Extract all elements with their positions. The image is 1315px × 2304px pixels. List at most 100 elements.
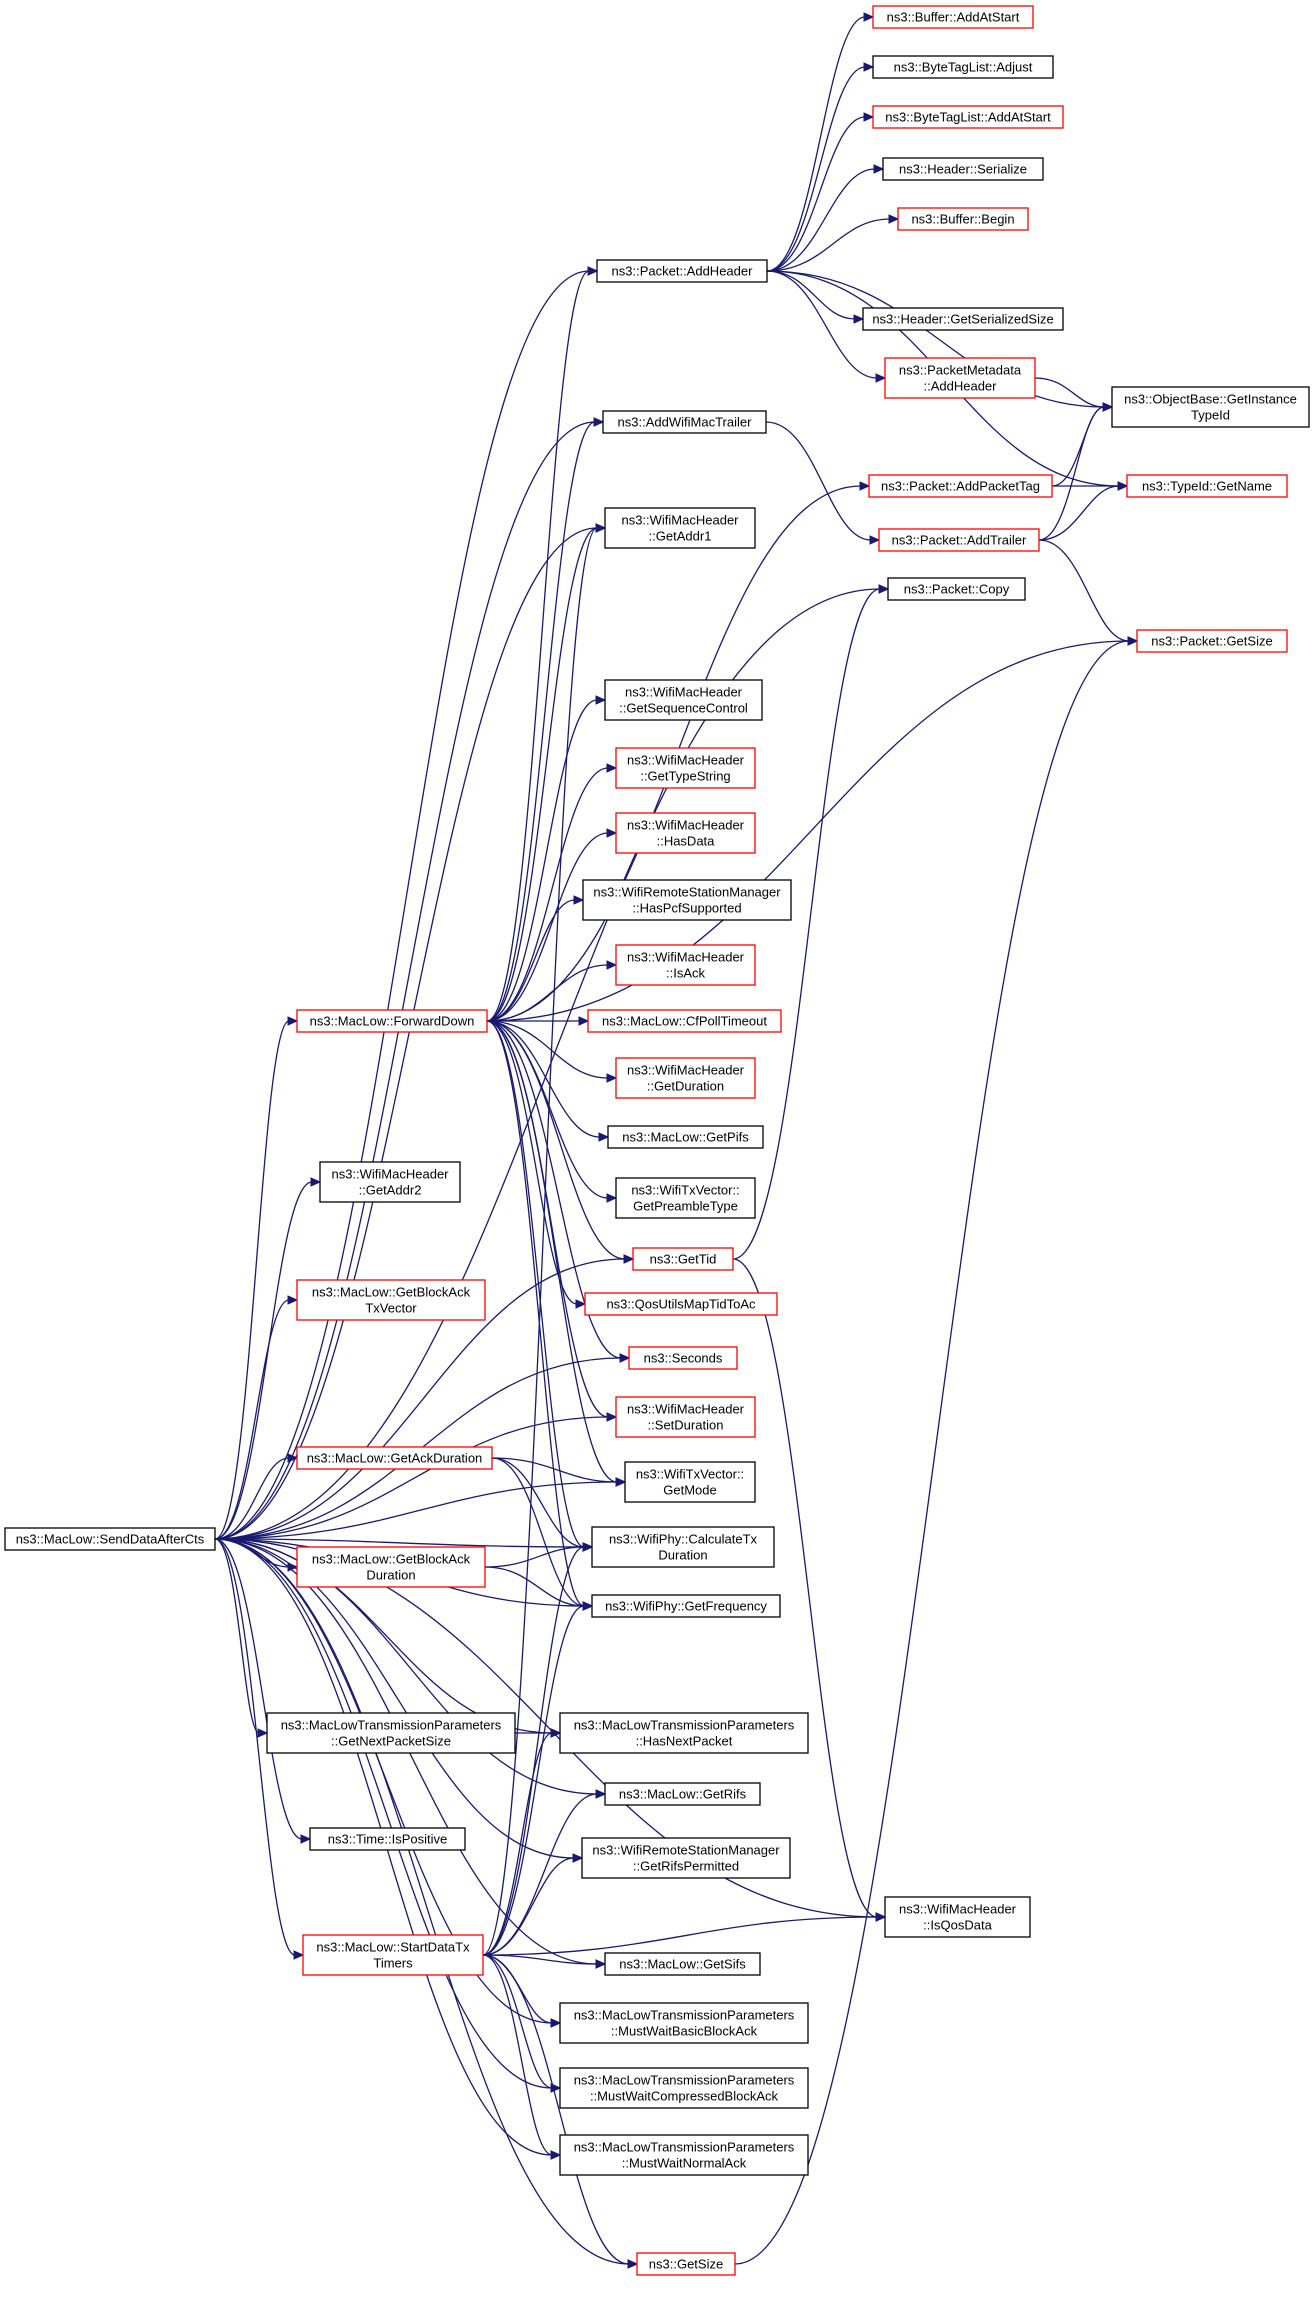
node-wmh_hasdata[interactable]: ns3::WifiMacHeader::HasData	[615, 812, 756, 854]
node-ml_getsifs[interactable]: ns3::MacLow::GetSifs	[604, 1952, 761, 1976]
node-label: ::GetNextPacketSize	[331, 1734, 451, 1749]
node-mltp_basic[interactable]: ns3::MacLowTransmissionParameters::MustW…	[559, 2002, 809, 2044]
node-wmh_getaddr1[interactable]: ns3::WifiMacHeader::GetAddr1	[604, 507, 756, 549]
node-label: ns3::WifiMacHeader	[331, 1167, 449, 1182]
call-edge-startdatatx-to-wmh_isqos	[482, 1916, 878, 1956]
call-edge-root-to-wmh_getaddr2	[214, 1181, 313, 1540]
node-label: ns3::MacLow::GetBlockAck	[312, 1285, 471, 1300]
call-edge-fwddown-to-wmh_isack	[486, 964, 609, 1022]
node-getfreq[interactable]: ns3::WifiPhy::GetFrequency	[591, 1594, 781, 1618]
node-box	[602, 410, 767, 434]
node-box	[604, 679, 763, 721]
call-edge-root-to-getackdur	[214, 1457, 290, 1540]
node-mltp_hasnext[interactable]: ns3::MacLowTransmissionParameters::HasNe…	[559, 1712, 809, 1754]
node-box	[4, 1527, 216, 1551]
node-seconds[interactable]: ns3::Seconds	[628, 1346, 738, 1370]
node-wtv_getmode[interactable]: ns3::WifiTxVector::GetMode	[624, 1461, 756, 1503]
node-box	[615, 944, 756, 986]
node-box	[596, 259, 768, 283]
node-box	[615, 1057, 756, 1099]
node-btl_addatstart[interactable]: ns3::ByteTagList::AddAtStart	[872, 105, 1064, 129]
call-edge-getackdur-to-calctx	[491, 1457, 585, 1548]
call-edge-fwddown-to-calctx	[486, 1020, 585, 1548]
call-edge-startdatatx-to-ml_getrifs	[482, 1793, 598, 1956]
node-addheader[interactable]: ns3::Packet::AddHeader	[596, 259, 768, 283]
node-wmh_gettypestr[interactable]: ns3::WifiMacHeader::GetTypeString	[615, 747, 756, 789]
node-box	[604, 1782, 761, 1806]
arrowhead	[619, 1353, 631, 1363]
call-edge-addheader-to-btl_addatstart	[766, 116, 866, 272]
call-edge-pm_addheader-to-ob_getinst	[1034, 377, 1105, 408]
node-hdr_getsersize[interactable]: ns3::Header::GetSerializedSize	[862, 307, 1064, 331]
node-btl_adjust[interactable]: ns3::ByteTagList::Adjust	[872, 55, 1054, 79]
node-label: ::AddHeader	[924, 379, 998, 394]
node-cfpoll[interactable]: ns3::MacLow::CfPollTimeout	[587, 1009, 782, 1033]
node-wmh_isqos[interactable]: ns3::WifiMacHeader::IsQosData	[884, 1896, 1031, 1938]
node-label: ns3::WifiMacHeader	[625, 685, 743, 700]
node-wmh_getaddr2[interactable]: ns3::WifiMacHeader::GetAddr2	[319, 1161, 461, 1203]
call-edge-fwddown-to-seconds	[486, 1020, 622, 1359]
node-label: ::GetSequenceControl	[619, 701, 748, 716]
node-label: ns3::WifiMacHeader	[899, 1902, 1017, 1917]
node-p_copy[interactable]: ns3::Packet::Copy	[887, 577, 1026, 601]
node-p_addpackettag[interactable]: ns3::Packet::AddPacketTag	[868, 474, 1053, 498]
arrowhead	[550, 2150, 562, 2160]
call-edge-fwddown-to-getfreq	[486, 1020, 585, 1607]
arrowhead	[606, 828, 618, 838]
node-label: ::HasNextPacket	[636, 1734, 733, 1749]
node-mltp_getnext[interactable]: ns3::MacLowTransmissionParameters::GetNe…	[266, 1712, 516, 1754]
node-ml_getrifs[interactable]: ns3::MacLow::GetRifs	[604, 1782, 761, 1806]
node-p_getsize[interactable]: ns3::Packet::GetSize	[1136, 629, 1288, 653]
node-qosmap[interactable]: ns3::QosUtilsMapTidToAc	[584, 1292, 778, 1316]
node-ml_getpifs[interactable]: ns3::MacLow::GetPifs	[607, 1125, 764, 1149]
node-p_addtrailer[interactable]: ns3::Packet::AddTrailer	[878, 528, 1040, 552]
node-label: ::GetDuration	[647, 1079, 724, 1094]
arrowhead	[293, 1950, 305, 1960]
node-getsize[interactable]: ns3::GetSize	[636, 2252, 736, 2276]
arrowhead	[875, 1912, 887, 1922]
call-edge-startdatatx-to-wmh_getaddr1	[482, 527, 598, 1956]
call-edge-root-to-fwddown	[214, 1020, 290, 1540]
node-buf_addatstart[interactable]: ns3::Buffer::AddAtStart	[872, 5, 1034, 29]
node-gettid[interactable]: ns3::GetTid	[632, 1247, 734, 1271]
node-typeid_getname[interactable]: ns3::TypeId::GetName	[1126, 474, 1288, 498]
node-mltp_compressed[interactable]: ns3::MacLowTransmissionParameters::MustW…	[559, 2067, 809, 2109]
node-getackdur[interactable]: ns3::MacLow::GetAckDuration	[296, 1446, 493, 1470]
node-label: ns3::Buffer::Begin	[911, 212, 1014, 227]
node-box	[559, 1712, 809, 1754]
node-label: ns3::MacLow::GetBlockAck	[312, 1552, 471, 1567]
node-label: ns3::Buffer::AddAtStart	[887, 10, 1020, 25]
node-box	[584, 1292, 778, 1316]
call-edge-getblockackdur-to-getfreq	[484, 1566, 585, 1607]
node-fwddown[interactable]: ns3::MacLow::ForwardDown	[296, 1009, 488, 1033]
arrowhead	[863, 62, 875, 72]
node-label: ns3::MacLow::GetSifs	[619, 1957, 746, 1972]
node-time_ispos[interactable]: ns3::Time::IsPositive	[309, 1827, 466, 1851]
call-edge-addheader-to-btl_adjust	[766, 66, 866, 272]
node-wrsm_haspcf[interactable]: ns3::WifiRemoteStationManager::HasPcfSup…	[582, 879, 792, 921]
node-wtv_getpre[interactable]: ns3::WifiTxVector::GetPreambleType	[615, 1177, 756, 1219]
node-mltp_normal[interactable]: ns3::MacLowTransmissionParameters::MustW…	[559, 2134, 809, 2176]
call-edge-fwddown-to-wmh_hasdata	[486, 832, 609, 1022]
node-hdr_serialize[interactable]: ns3::Header::Serialize	[882, 157, 1044, 181]
node-addwifimactrailer[interactable]: ns3::AddWifiMacTrailer	[602, 410, 767, 434]
node-label: ns3::Packet::Copy	[904, 582, 1010, 597]
node-wrsm_getrifs[interactable]: ns3::WifiRemoteStationManager::GetRifsPe…	[581, 1837, 791, 1879]
node-label: ::HasData	[657, 834, 716, 849]
node-buf_begin[interactable]: ns3::Buffer::Begin	[897, 207, 1029, 231]
node-wmh_setdur[interactable]: ns3::WifiMacHeader::SetDuration	[615, 1396, 756, 1438]
node-wmh_getdur[interactable]: ns3::WifiMacHeader::GetDuration	[615, 1057, 756, 1099]
node-wmh_getseqctl[interactable]: ns3::WifiMacHeader::GetSequenceControl	[604, 679, 763, 721]
call-edge-root-to-getblockacktx	[214, 1299, 290, 1540]
node-pm_addheader[interactable]: ns3::PacketMetadata::AddHeader	[884, 357, 1036, 399]
node-wmh_isack[interactable]: ns3::WifiMacHeader::IsAck	[615, 944, 756, 986]
call-edge-addheader-to-hdr_serialize	[766, 168, 876, 272]
arrowhead	[873, 164, 885, 174]
node-box	[587, 1009, 782, 1033]
